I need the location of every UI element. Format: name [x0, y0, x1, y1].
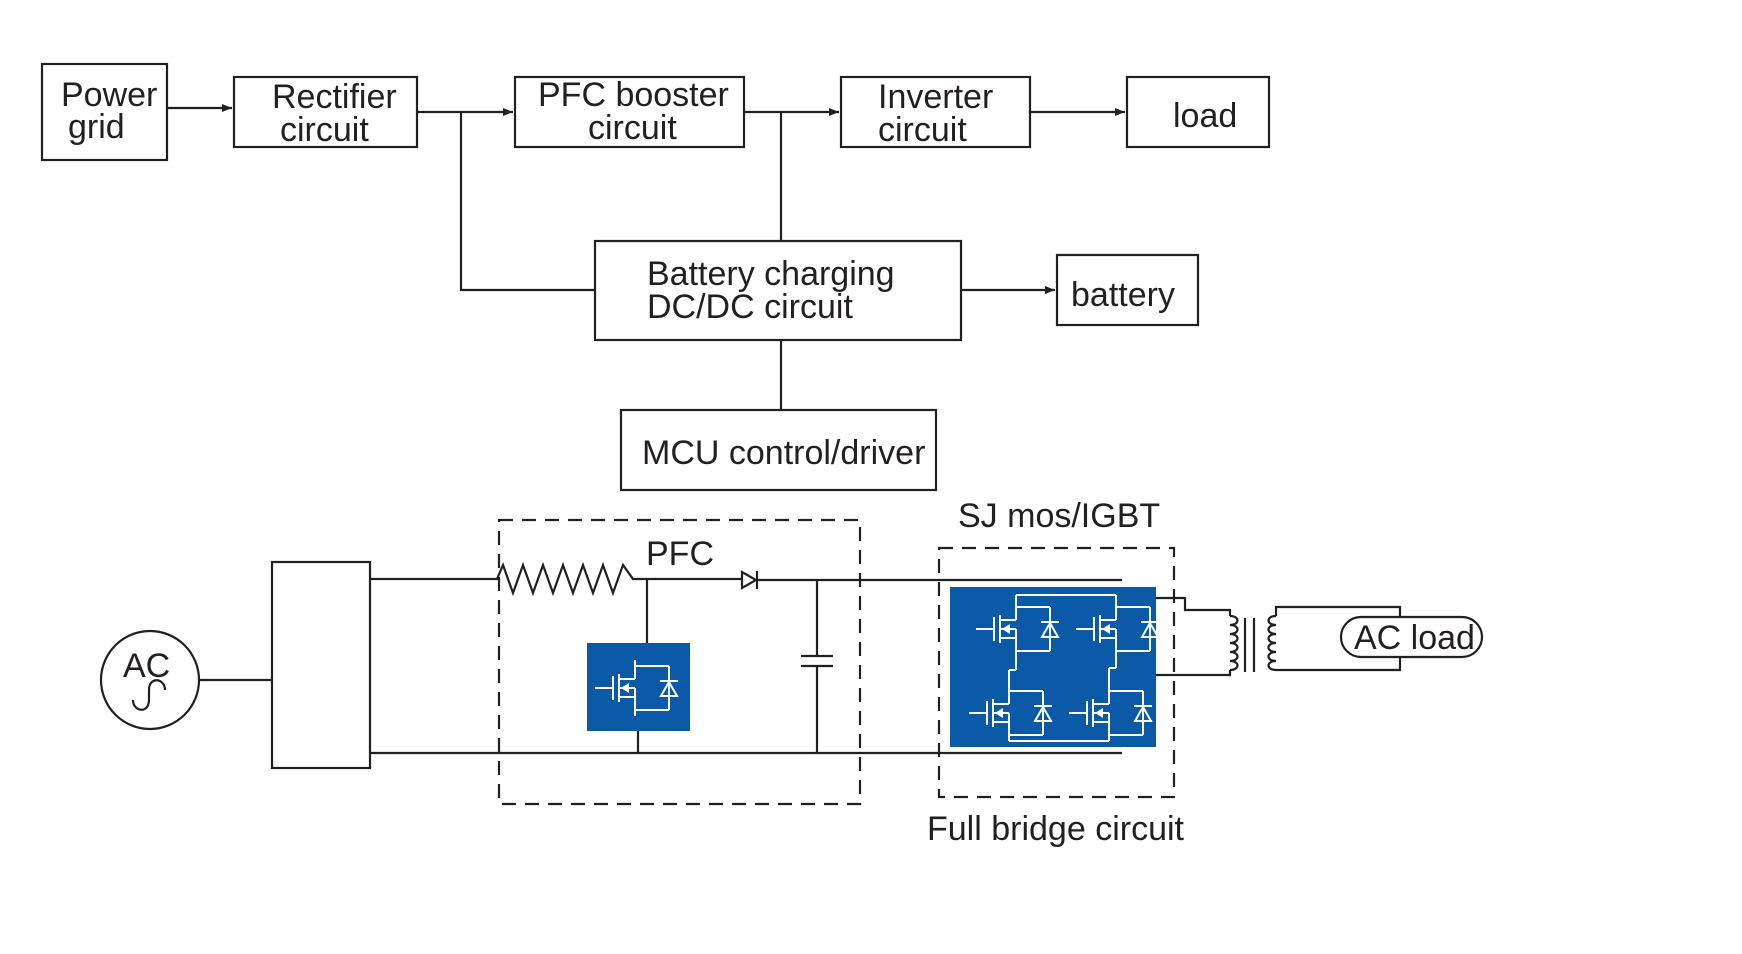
pfc-booster-label-2: circuit: [588, 109, 677, 147]
wire-secondary-bottom: [1276, 657, 1402, 672]
inverter-label-2: circuit: [878, 111, 967, 149]
battery-block: battery: [1055, 253, 1200, 327]
mcu-block: MCU control/driver: [619, 408, 938, 492]
rectifier-block: Rectifier circuit: [232, 75, 419, 149]
pfc-booster-label-1: PFC booster: [538, 76, 729, 114]
inductor-resistor-zigzag: [370, 561, 742, 597]
battery-label: battery: [1071, 276, 1175, 314]
battery-charging-label-1: Battery charging: [647, 255, 895, 293]
block-diagram: Power grid Rectifier circuit PFC booster…: [40, 62, 1271, 492]
sine-wave-icon: [131, 679, 167, 711]
power-grid-label-1: Power: [61, 76, 157, 114]
boost-diode: [740, 570, 759, 590]
inverter-block: Inverter circuit: [839, 75, 1032, 149]
ac-load: AC load: [1339, 615, 1484, 659]
full-bridge-chip: [950, 587, 1156, 747]
transformer: [1229, 614, 1277, 672]
bus-capacitor: [801, 580, 833, 753]
wire-secondary-top: [1274, 605, 1402, 617]
pfc-label: PFC: [646, 535, 714, 573]
load-block: load: [1125, 75, 1271, 149]
load-label: load: [1173, 97, 1237, 135]
inverter-label-1: Inverter: [878, 78, 993, 116]
power-grid-label-2: grid: [68, 108, 125, 146]
mcu-label: MCU control/driver: [642, 434, 925, 472]
rectifier-label-1: Rectifier: [272, 78, 397, 116]
pfc-booster-block: PFC booster circuit: [513, 75, 746, 149]
ac-source: AC: [99, 629, 201, 731]
battery-charging-label-2: DC/DC circuit: [647, 288, 853, 326]
full-bridge-region: [937, 546, 1176, 799]
rectifier-label-2: circuit: [280, 111, 369, 149]
circuit-schematic: AC PFC SJ mos/IGBT: [99, 497, 1484, 848]
ac-source-label: AC: [123, 647, 170, 685]
wire-bridge-out-top: [1156, 596, 1232, 616]
connector-rectifier-to-charger: [459, 112, 595, 292]
power-grid-block: Power grid: [40, 62, 169, 162]
wire-bridge-out-bottom: [1156, 670, 1232, 677]
ac-load-label: AC load: [1354, 619, 1475, 657]
rectifier-bridge: [270, 560, 372, 770]
bridge-internal-wiring: [1008, 594, 1117, 742]
sj-mos-igbt-label: SJ mos/IGBT: [958, 497, 1160, 535]
battery-charging-block: Battery charging DC/DC circuit: [593, 239, 963, 342]
full-bridge-label: Full bridge circuit: [927, 810, 1185, 848]
